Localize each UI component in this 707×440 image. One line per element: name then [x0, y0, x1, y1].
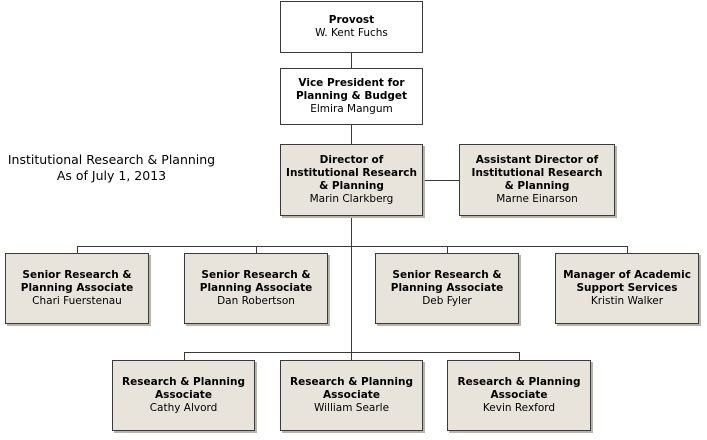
director-box: Director of Institutional Research & Pla…: [280, 144, 423, 216]
connector-senior-bar: [77, 246, 628, 247]
connector-senior-3: [447, 246, 448, 253]
connector-director-trunk: [351, 216, 352, 360]
connector-director-assistant: [423, 180, 459, 181]
associate-title-line1: Research & Planning: [122, 376, 245, 388]
senior-box: Senior Research & Planning Associate Dan…: [184, 253, 328, 324]
senior-name: Deb Fyler: [422, 295, 472, 307]
caption-title: Institutional Research & Planning: [7, 152, 216, 167]
associate-name: Kevin Rexford: [482, 402, 556, 414]
associate-title-line2: Associate: [155, 389, 212, 401]
caption-date: As of July 1, 2013: [56, 168, 167, 183]
provost-name: W. Kent Fuchs: [315, 27, 388, 39]
provost-title: Provost: [328, 14, 375, 26]
senior-name: Dan Robertson: [217, 295, 295, 307]
assistant-director-title-line2: Institutional Research: [471, 167, 603, 179]
associate-name: William Searle: [313, 402, 390, 414]
senior-title-line1: Senior Research &: [201, 269, 311, 281]
assistant-director-box: Assistant Director of Institutional Rese…: [459, 144, 615, 216]
assistant-director-name: Marne Einarson: [496, 193, 578, 205]
associate-box: Research & Planning Associate William Se…: [280, 360, 423, 431]
vice-president-box: Vice President for Planning & Budget Elm…: [280, 68, 423, 125]
director-title-line3: & Planning: [319, 180, 384, 192]
associate-title-line2: Associate: [490, 389, 548, 401]
senior-box: Senior Research & Planning Associate Deb…: [375, 253, 519, 324]
manager-title-line2: Support Services: [576, 282, 678, 294]
connector-vp-director: [351, 125, 352, 144]
vp-name: Elmira Mangum: [310, 103, 393, 115]
assistant-director-title-line1: Assistant Director of: [475, 154, 599, 166]
assistant-director-title-line3: & Planning: [504, 180, 570, 192]
connector-associate-1: [184, 352, 185, 360]
vp-title-line2: Planning & Budget: [295, 90, 408, 102]
director-name: Marin Clarkberg: [309, 193, 394, 205]
connector-provost-vp: [351, 53, 352, 68]
senior-title-line2: Planning Associate: [199, 282, 313, 294]
senior-title-line1: Senior Research &: [392, 269, 502, 281]
associate-box: Research & Planning Associate Cathy Alvo…: [112, 360, 255, 431]
senior-title-line2: Planning Associate: [20, 282, 134, 294]
associate-title-line1: Research & Planning: [457, 376, 581, 388]
connector-senior-1: [77, 246, 78, 253]
connector-senior-2: [256, 246, 257, 253]
manager-name: Kristin Walker: [590, 295, 664, 307]
connector-associate-3: [519, 352, 520, 360]
chart-caption: Institutional Research & Planning As of …: [0, 152, 223, 184]
manager-box: Manager of Academic Support Services Kri…: [555, 253, 699, 324]
associate-box: Research & Planning Associate Kevin Rexf…: [447, 360, 591, 431]
associate-title-line2: Associate: [323, 389, 380, 401]
director-title-line2: Institutional Research: [286, 167, 417, 179]
director-title-line1: Director of: [319, 154, 384, 166]
senior-box: Senior Research & Planning Associate Cha…: [5, 253, 149, 324]
manager-title-line1: Manager of Academic: [563, 269, 691, 281]
vp-title-line1: Vice President for: [298, 77, 405, 89]
associate-title-line1: Research & Planning: [290, 376, 413, 388]
connector-associate-bar: [184, 352, 520, 353]
senior-title-line1: Senior Research &: [22, 269, 132, 281]
provost-box: Provost W. Kent Fuchs: [280, 1, 423, 53]
senior-title-line2: Planning Associate: [390, 282, 504, 294]
associate-name: Cathy Alvord: [149, 402, 218, 414]
connector-senior-4: [627, 246, 628, 253]
senior-name: Chari Fuerstenau: [32, 295, 122, 307]
